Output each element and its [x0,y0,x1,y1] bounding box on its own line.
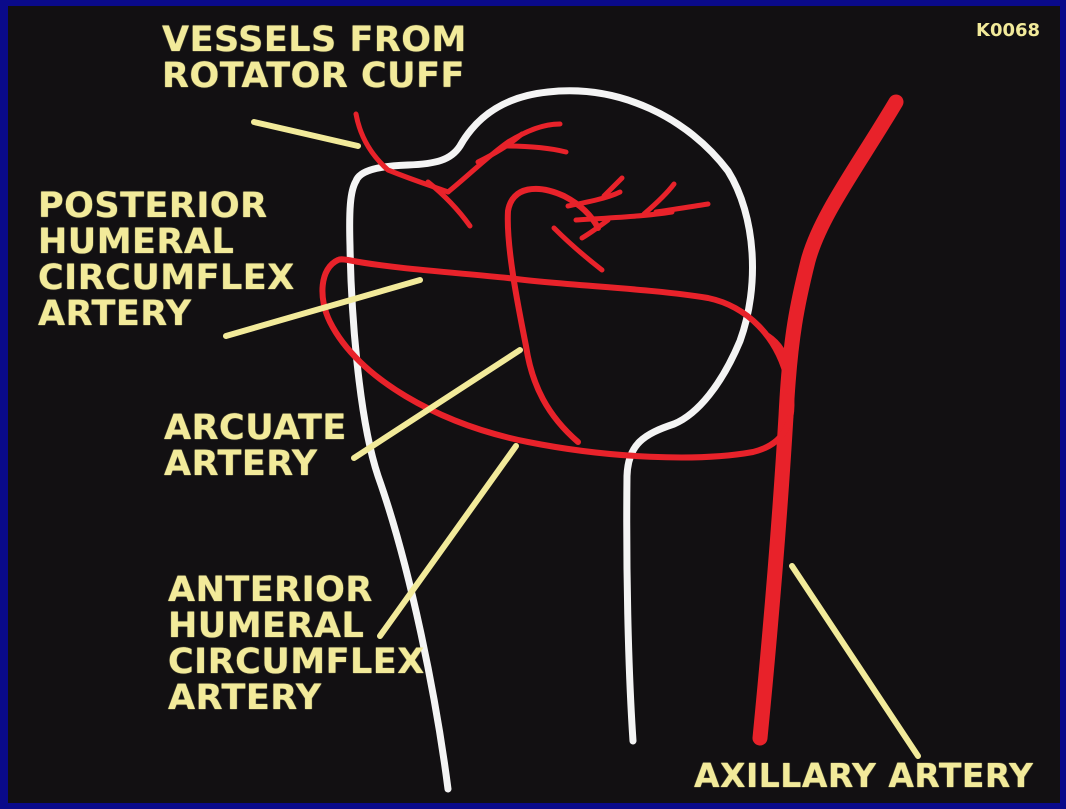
label-posterior-humeral-circumflex-artery: POSTERIOR HUMERAL CIRCUMFLEX ARTERY [38,188,295,332]
diagram-panel: K0068 VESSELS FROM ROTATOR CUFF POSTERIO… [8,6,1060,803]
label-axillary-artery: AXILLARY ARTERY [694,758,1033,794]
arcuate-branch [568,192,620,206]
arcuate-branch [554,228,602,270]
label-anterior-humeral-circumflex-artery: ANTERIOR HUMERAL CIRCUMFLEX ARTERY [168,572,425,716]
slide-code: K0068 [976,20,1040,41]
leader-line-rotator-cuff [254,122,358,146]
rotator-cuff-vessel [356,114,448,192]
arcuate-branch [656,204,708,212]
leader-line-axillary [792,566,918,756]
axillary-artery-vessel [760,102,896,738]
leader-line-arcuate [354,350,520,458]
label-arcuate-artery: ARCUATE ARTERY [164,410,347,482]
humeral-head-blood-supply-diagram [8,6,1060,803]
label-vessels-from-rotator-cuff: VESSELS FROM ROTATOR CUFF [162,22,467,94]
rotator-cuff-vessel [504,146,566,152]
